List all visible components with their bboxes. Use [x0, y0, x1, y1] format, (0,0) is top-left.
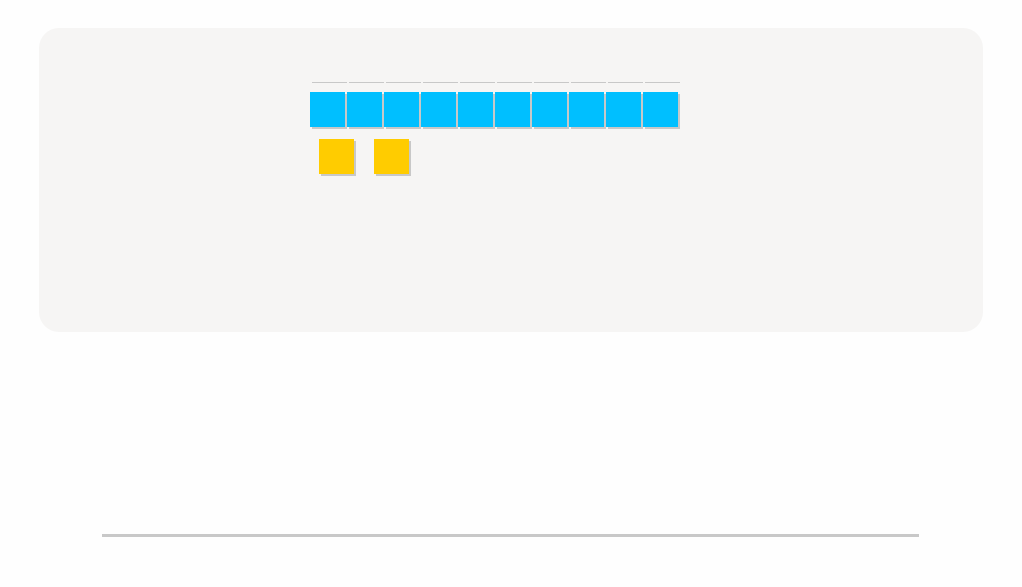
blue-tile[interactable]	[643, 92, 678, 127]
slot-line	[386, 82, 421, 83]
slot-line	[497, 82, 532, 83]
slot-line	[608, 82, 643, 83]
blue-tile[interactable]	[347, 92, 382, 127]
slot-line	[312, 82, 347, 83]
slot-line	[645, 82, 680, 83]
blue-tile[interactable]	[606, 92, 641, 127]
blue-tile[interactable]	[384, 92, 419, 127]
blue-tile[interactable]	[569, 92, 604, 127]
blue-tile[interactable]	[532, 92, 567, 127]
slot-line	[534, 82, 569, 83]
slot-line	[423, 82, 458, 83]
blue-tile[interactable]	[458, 92, 493, 127]
blue-tile[interactable]	[310, 92, 345, 127]
board-panel	[39, 28, 983, 332]
divider-line	[102, 534, 919, 537]
slot-line	[460, 82, 495, 83]
yellow-tile[interactable]	[319, 139, 354, 174]
blue-tile[interactable]	[495, 92, 530, 127]
slot-line	[349, 82, 384, 83]
yellow-tile[interactable]	[374, 139, 409, 174]
blue-tile[interactable]	[421, 92, 456, 127]
slot-line	[571, 82, 606, 83]
